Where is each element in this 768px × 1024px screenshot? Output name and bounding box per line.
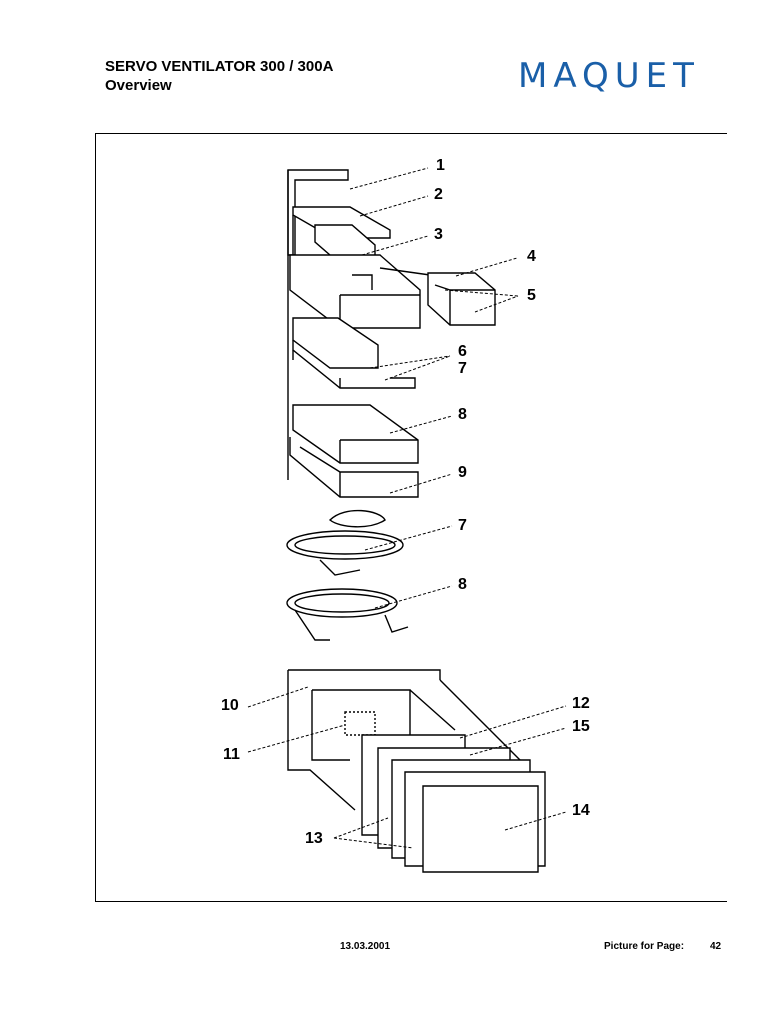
part-4-5-side-module (427, 272, 496, 326)
part-10-15-enclosure (287, 669, 546, 873)
title-line-1: SERVO VENTILATOR 300 / 300A (105, 58, 334, 75)
callout-10: 10 (221, 697, 239, 714)
callout-6: 6 (458, 343, 467, 360)
leader-lines (247, 167, 567, 849)
callout-8-lower: 8 (458, 576, 467, 593)
callout-4: 4 (527, 248, 536, 265)
callout-5: 5 (527, 287, 536, 304)
part-6-7-trays (292, 317, 416, 389)
callout-3: 3 (434, 226, 443, 243)
part-7-cable-harness (286, 509, 404, 576)
callout-11: 11 (223, 746, 240, 763)
document-title: SERVO VENTILATOR 300 / 300A Overview (105, 57, 333, 95)
part-back-panel (287, 169, 349, 480)
callout-14: 14 (572, 802, 590, 819)
footer-page-label: Picture for Page: (604, 941, 685, 952)
callout-8-upper: 8 (458, 406, 467, 423)
maquet-logo: MAQUET (518, 56, 700, 96)
callout-12: 12 (572, 695, 590, 712)
part-8-9-trays (289, 404, 419, 498)
footer-page-number: 42 (710, 941, 722, 952)
callout-7-lower: 7 (458, 517, 467, 534)
footer-date: 13.03.2001 (340, 941, 391, 952)
part-8-power-cable (286, 588, 409, 641)
callout-9: 9 (458, 464, 467, 481)
part-2-upper-tray (292, 206, 391, 255)
callout-1: 1 (436, 157, 445, 174)
callout-13: 13 (305, 830, 323, 847)
callout-2: 2 (434, 186, 443, 203)
callout-7-upper: 7 (458, 360, 467, 377)
title-line-2: Overview (105, 77, 172, 94)
part-3-module (289, 224, 431, 329)
drawing-frame (95, 133, 727, 902)
callout-15: 15 (572, 718, 590, 735)
